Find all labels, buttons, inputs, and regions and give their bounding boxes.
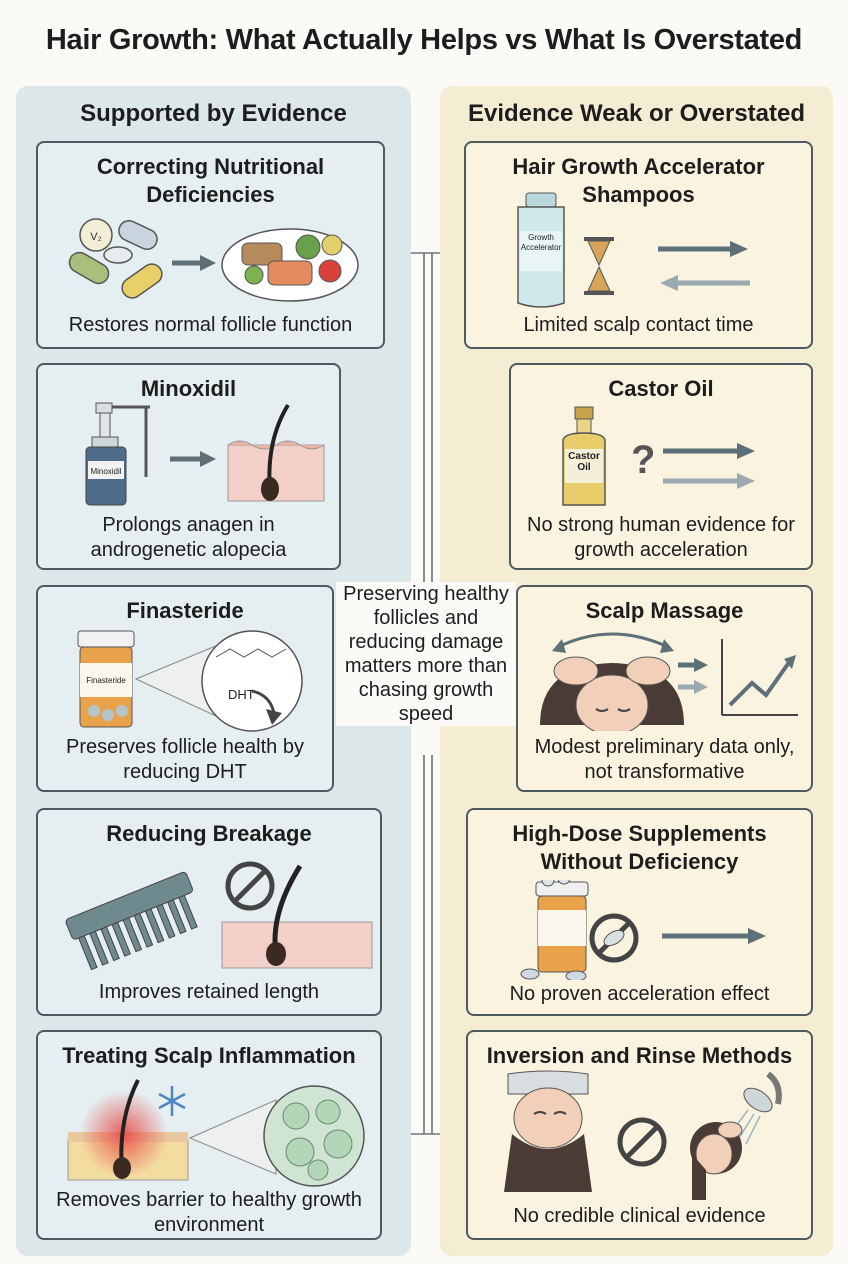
card-title: Finasteride xyxy=(126,598,244,623)
trend-chart-icon xyxy=(721,639,798,716)
pills-and-food-illustration: V₂ xyxy=(68,218,359,302)
snowflake-icon xyxy=(158,1086,186,1116)
hair-follicle-icon xyxy=(227,403,325,502)
arrow-icon xyxy=(172,255,216,271)
shampoo-bottle-icon: Growth Accelerator xyxy=(517,192,565,308)
card-scalp-massage: Scalp Massage Modest preliminary data on… xyxy=(516,585,813,792)
inflammation-illustration xyxy=(67,1079,365,1187)
massaging-head-icon xyxy=(540,632,684,731)
card-caption: Improves retained length xyxy=(98,981,320,1003)
card-title: High-Dose Supplements Without Deficiency xyxy=(512,821,767,874)
card-nutritional-deficiencies: Correcting Nutritional Deficiencies V₂ R… xyxy=(36,141,385,349)
card-caption: Limited scalp contact time xyxy=(523,314,754,336)
hair-follicle-icon xyxy=(221,864,373,969)
pill-label: V₂ xyxy=(90,231,102,243)
supplement-bottle-icon xyxy=(520,880,589,980)
card-caption: Preserves follicle health by reducing DH… xyxy=(66,736,304,783)
no-symbol-icon xyxy=(225,861,275,911)
supplements-illustration xyxy=(520,880,766,980)
inversion-illustration xyxy=(504,1070,782,1200)
comb-icon xyxy=(65,871,198,971)
food-plate-icon xyxy=(221,228,359,302)
card-accelerator-shampoos: Hair Growth Accelerator Shampoos Growth … xyxy=(464,141,813,349)
spray-bottle-icon: Minoxidil xyxy=(85,402,150,506)
arrow-icon xyxy=(170,451,216,467)
scalp-massage-illustration xyxy=(540,632,798,731)
breakage-illustration xyxy=(65,861,373,971)
card-title: Castor Oil xyxy=(608,376,714,401)
shampoo-illustration: Growth Accelerator xyxy=(517,192,750,308)
card-finasteride: Finasteride Finasteride DHT Preserves fo… xyxy=(36,585,334,792)
dht-label: DHT xyxy=(228,687,255,702)
card-title: Reducing Breakage xyxy=(106,821,312,846)
inflamed-scalp-icon xyxy=(67,1079,189,1181)
dht-molecule-icon: DHT xyxy=(201,630,303,732)
card-minoxidil: Minoxidil Minoxidil Prolongs anagen in a… xyxy=(36,363,341,570)
arrow-icon xyxy=(662,928,766,944)
oil-bottle-icon: Castor Oil xyxy=(562,406,606,506)
bidirectional-arrows-icon xyxy=(658,241,750,291)
question-mark-icon: ? xyxy=(631,438,655,482)
inverted-head-icon xyxy=(504,1070,592,1192)
arrows-icon xyxy=(663,443,755,489)
card-title: Hair Growth Accelerator Shampoos xyxy=(512,154,765,207)
card-castor-oil: Castor Oil Castor Oil ? No strong human … xyxy=(509,363,813,570)
card-caption: No proven acceleration effect xyxy=(509,983,770,1005)
card-title: Inversion and Rinse Methods xyxy=(486,1043,793,1068)
hourglass-icon xyxy=(584,237,614,295)
center-message: Preserving healthy follicles and reducin… xyxy=(336,582,516,726)
card-caption: Restores normal follicle function xyxy=(68,314,353,336)
card-caption: No credible clinical evidence xyxy=(513,1205,766,1227)
card-reducing-breakage: Reducing Breakage Improves retained leng… xyxy=(36,808,382,1016)
card-caption: Removes barrier to healthy growth enviro… xyxy=(56,1189,362,1236)
card-title: Correcting Nutritional Deficiencies xyxy=(96,154,325,207)
card-title: Minoxidil xyxy=(140,376,237,401)
castor-oil-illustration: Castor Oil ? xyxy=(562,406,755,506)
cells-icon xyxy=(263,1085,365,1187)
arrows-icon xyxy=(678,658,708,694)
minoxidil-illustration: Minoxidil xyxy=(85,402,325,506)
shampoo-label: Growth Accelerator xyxy=(520,233,562,252)
card-caption: Prolongs anagen in androgenetic alopecia xyxy=(90,514,287,561)
minoxidil-label: Minoxidil xyxy=(90,467,121,476)
card-inversion-rinse: Inversion and Rinse Methods No credible … xyxy=(466,1030,813,1240)
no-symbol-icon xyxy=(617,1117,667,1167)
overstated-heading: Evidence Weak or Overstated xyxy=(467,100,806,127)
shower-rinse-icon xyxy=(690,1071,782,1200)
pills-icon: V₂ xyxy=(68,218,163,299)
castor-oil-label: Castor Oil xyxy=(568,451,600,473)
card-high-dose-supplements: High-Dose Supplements Without Deficiency… xyxy=(466,808,813,1016)
card-title: Treating Scalp Inflammation xyxy=(62,1043,356,1068)
supported-heading: Supported by Evidence xyxy=(80,100,347,127)
card-title: Scalp Massage xyxy=(585,598,744,623)
card-caption: Modest preliminary data only, not transf… xyxy=(534,736,795,783)
finasteride-label: Finasteride xyxy=(86,676,126,685)
card-scalp-inflammation: Treating Scalp Inflammation xyxy=(36,1030,382,1240)
card-caption: No strong human evidence for growth acce… xyxy=(527,514,795,561)
no-symbol-icon xyxy=(589,913,639,963)
page-title: Hair Growth: What Actually Helps vs What… xyxy=(45,24,803,56)
pill-bottle-icon: Finasteride xyxy=(77,630,135,728)
finasteride-illustration: Finasteride DHT xyxy=(77,630,303,732)
